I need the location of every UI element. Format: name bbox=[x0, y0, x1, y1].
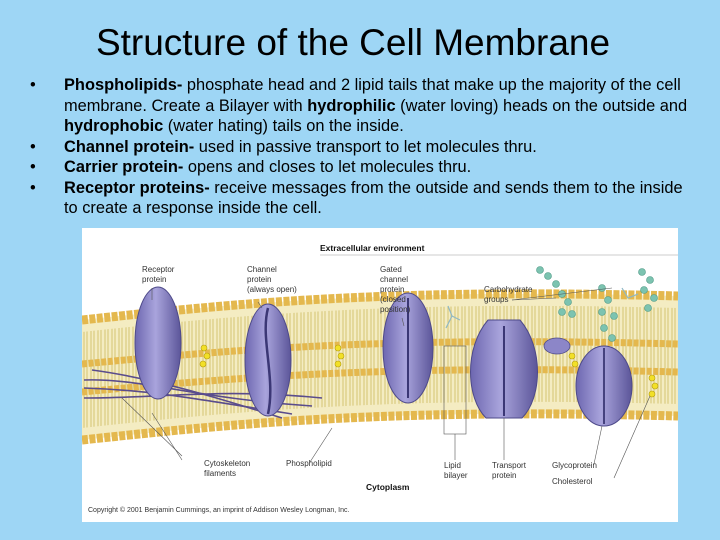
channel-label-2: protein bbox=[247, 275, 271, 284]
cytoskeleton-label-2: filaments bbox=[204, 469, 236, 478]
carbohydrate-chains bbox=[445, 287, 639, 329]
leader-lines bbox=[121, 287, 651, 479]
channel-pore bbox=[264, 307, 272, 415]
bullet-carrier-protein: • Carrier protein- opens and closes to l… bbox=[30, 157, 690, 178]
bullet-text: receive messages from the outside and se… bbox=[64, 178, 683, 218]
copyright-text: Copyright © 2001 Benjamin Cummings, an i… bbox=[88, 506, 349, 514]
bullet-bold: hydrophobic bbox=[64, 117, 164, 135]
bullet-marker: • bbox=[30, 76, 36, 94]
receptor-label-1: Receptor bbox=[142, 265, 175, 274]
cholesterol-label: Cholesterol bbox=[552, 477, 593, 486]
bullet-bold: hydrophilic bbox=[307, 96, 396, 115]
middle-heads-bottom bbox=[82, 366, 678, 396]
bullet-marker: • bbox=[30, 137, 36, 156]
lipid-bilayer-label-1: Lipid bbox=[444, 461, 461, 470]
bullet-marker: • bbox=[30, 178, 36, 197]
channel-protein bbox=[244, 303, 292, 417]
glycoprotein bbox=[575, 345, 633, 427]
bullet-term: Phospholipids- bbox=[64, 76, 183, 94]
slide-title: Structure of the Cell Membrane bbox=[95, 22, 611, 63]
inner-heads bbox=[82, 409, 678, 445]
transport-label-1: Transport bbox=[492, 461, 527, 470]
phospholipid-label: Phospholipid bbox=[286, 459, 332, 468]
bullet-text: phosphate head and 2 lipid tails that ma… bbox=[64, 76, 681, 115]
bullet-text: used in passive transport to let molecul… bbox=[194, 137, 537, 156]
bullet-text: opens and closes to let molecules thru. bbox=[183, 158, 472, 176]
carbohydrate-label-2: groups bbox=[484, 295, 508, 304]
bullet-term: Carrier protein- bbox=[64, 158, 184, 176]
cholesterol-molecules bbox=[199, 344, 659, 398]
bullet-list: • Phospholipids- phosphate head and 2 li… bbox=[30, 75, 690, 219]
extracellular-label: Extracellular environment bbox=[320, 243, 425, 253]
channel-label-1: Channel bbox=[247, 265, 277, 274]
bullet-marker: • bbox=[30, 158, 36, 176]
carbohydrate-label-1: Carbohydrate bbox=[484, 285, 533, 294]
receptor-protein bbox=[134, 286, 182, 400]
bullet-phospholipids: • Phospholipids- phosphate head and 2 li… bbox=[30, 75, 690, 137]
channel-label-3: (always open) bbox=[247, 285, 297, 294]
cytoplasm-label: Cytoplasm bbox=[366, 482, 410, 492]
bullet-text: (water hating) tails on the inside. bbox=[163, 117, 404, 135]
membrane-figure: Extracellular environment bbox=[82, 228, 678, 522]
gated-label-4: (closed bbox=[380, 295, 406, 304]
gated-label-2: channel bbox=[380, 275, 408, 284]
bullet-term: Receptor proteins- bbox=[64, 178, 210, 197]
gated-label-3: protein bbox=[380, 285, 404, 294]
bullet-receptor-proteins: • Receptor proteins- receive messages fr… bbox=[30, 178, 690, 219]
bullet-text: (water loving) heads on the outside and bbox=[395, 96, 688, 115]
receptor-protein-shape bbox=[134, 286, 182, 400]
receptor-label-2: protein bbox=[142, 275, 166, 284]
transport-label-2: protein bbox=[492, 471, 516, 480]
membrane-diagram: Extracellular environment bbox=[82, 243, 678, 514]
peripheral-protein bbox=[543, 337, 571, 355]
glycoprotein-label: Glycoprotein bbox=[552, 461, 597, 470]
diagram-labels: Receptor protein Channel protein (always… bbox=[88, 265, 597, 514]
lipid-bilayer-label-2: bilayer bbox=[444, 471, 468, 480]
bullet-channel-protein: • Channel protein- used in passive trans… bbox=[30, 137, 690, 158]
gated-label-1: Gated bbox=[380, 265, 402, 274]
gated-label-5: position) bbox=[380, 305, 411, 314]
bullet-term: Channel protein- bbox=[64, 137, 195, 156]
transport-protein bbox=[470, 319, 538, 419]
cytoskeleton-label-1: Cytoskeleton bbox=[204, 459, 250, 468]
gated-channel-protein bbox=[382, 292, 434, 404]
carbohydrate-groups bbox=[536, 266, 658, 342]
